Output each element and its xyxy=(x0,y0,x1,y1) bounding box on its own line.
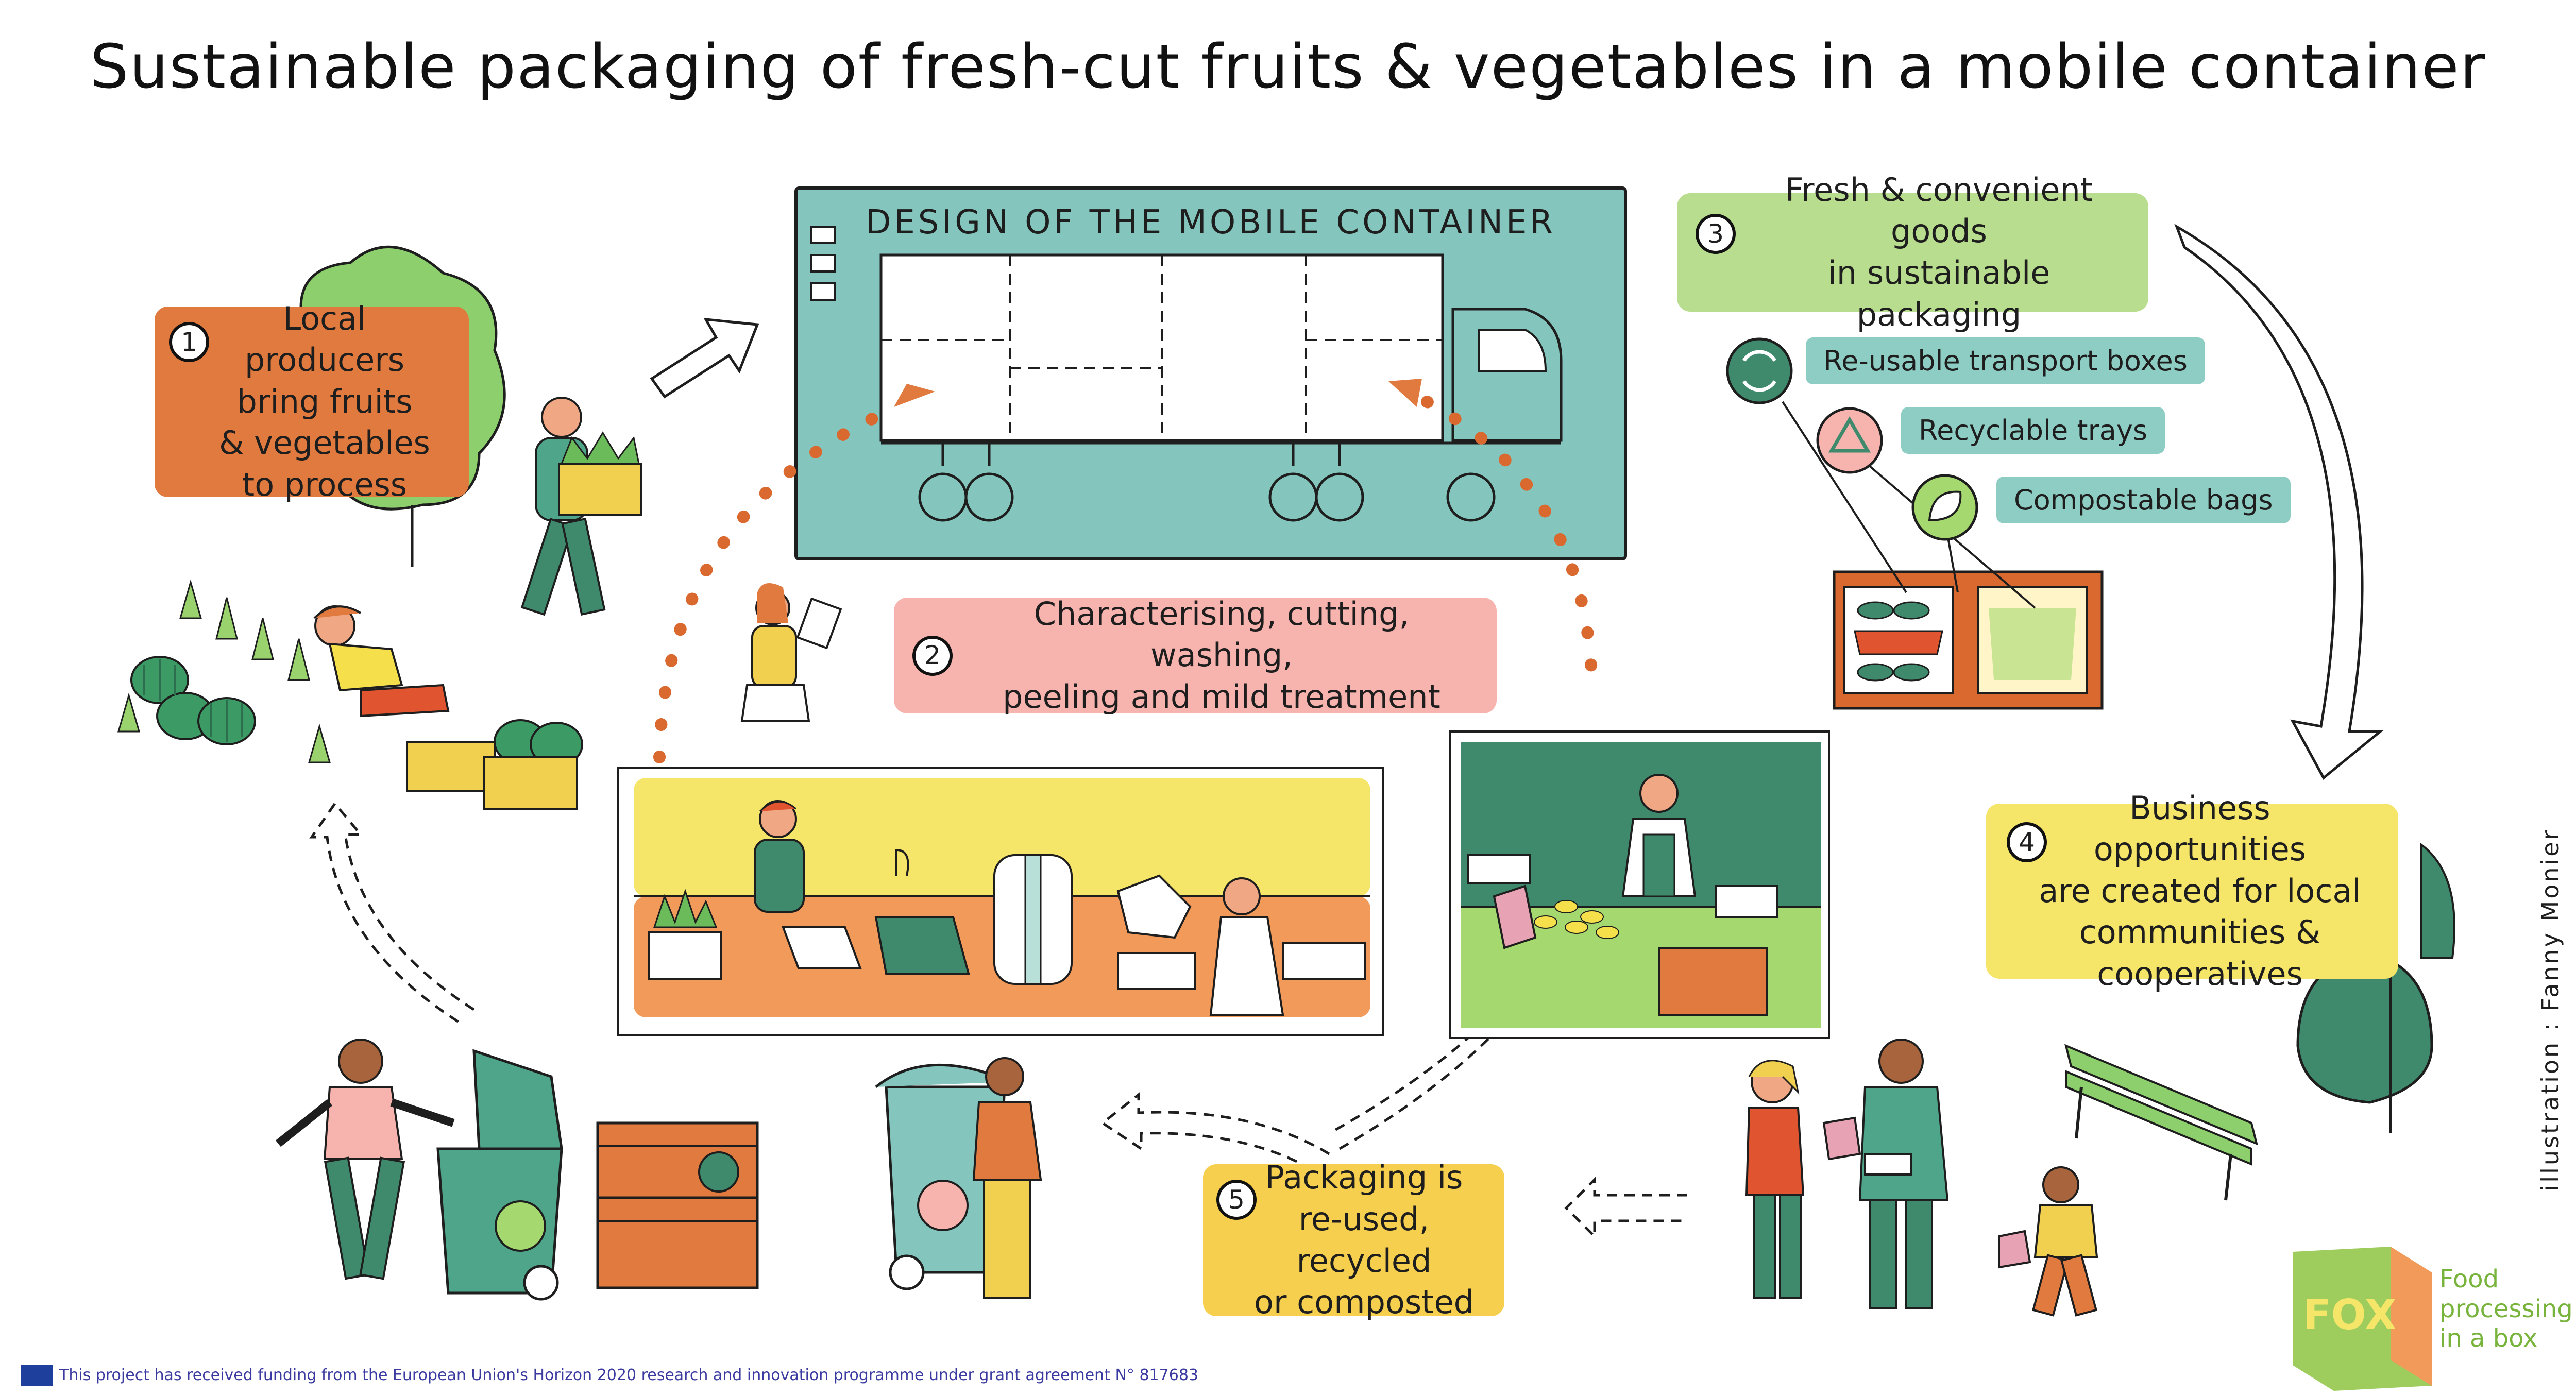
reuse-arrows-icon xyxy=(1726,337,1793,404)
container-title: DESIGN OF THE MOBILE CONTAINER xyxy=(866,203,1556,242)
step-5-text: Packaging is re-used, recycled or compos… xyxy=(1254,1159,1474,1321)
svg-text:FOX: FOX xyxy=(2303,1291,2396,1339)
step-5-box: 5 Packaging is re-used, recycled or comp… xyxy=(1203,1159,1504,1321)
arrow-back-to-producers xyxy=(309,801,475,1027)
dotted-arc-right xyxy=(1421,396,1598,691)
step-4-number: 4 xyxy=(2007,822,2047,862)
step-1-text: Local producers bring fruits & vegetable… xyxy=(219,299,430,503)
step-3-text: Fresh & convenient goods in sustainable … xyxy=(1785,171,2093,333)
fox-logo-mark: FOX xyxy=(2293,1247,2432,1391)
packaging-compostable-bags: Compostable bags xyxy=(1996,477,2291,523)
recycle-icon xyxy=(1816,407,1883,474)
dotted-arc-left xyxy=(653,406,892,763)
step-4-text: Business opportunities are created for l… xyxy=(2039,789,2361,993)
arrow-from-consumers xyxy=(1564,1176,1687,1240)
packaging-reusable-boxes: Re-usable transport boxes xyxy=(1806,337,2205,384)
funding-note: This project has received funding from t… xyxy=(59,1366,1198,1384)
page-title: Sustainable packaging of fresh-cut fruit… xyxy=(90,31,2486,102)
step-4-box: 4 Business opportunities are created for… xyxy=(1986,789,2398,993)
step-1-number: 1 xyxy=(169,322,209,362)
packaging-scene xyxy=(1449,730,1830,1039)
arrow-recycle-left xyxy=(1100,1092,1330,1173)
illustration-credit: illustration : Fanny Monier xyxy=(2527,804,2573,1216)
step-1-box: 1 Local producers bring fruits & vegetab… xyxy=(155,300,469,503)
step-5-number: 5 xyxy=(1216,1180,1257,1220)
arrow-to-business xyxy=(2174,224,2384,780)
step-2-text: Characterising, cutting, washing, peelin… xyxy=(1003,594,1440,716)
shop-display xyxy=(1782,401,2104,710)
step-3-box: 3 Fresh & convenient goods in sustainabl… xyxy=(1677,171,2148,333)
mobile-container-truck xyxy=(794,186,1627,560)
arrow-to-container xyxy=(650,318,759,399)
processing-scene xyxy=(617,583,1384,1036)
eu-flag-icon xyxy=(21,1365,53,1386)
step-2-number: 2 xyxy=(912,635,953,676)
recycling-scene xyxy=(276,1039,1042,1301)
packaging-recyclable-trays: Recyclable trays xyxy=(1901,407,2165,454)
step-3-number: 3 xyxy=(1696,214,1736,254)
step-2-box: 2 Characterising, cutting, washing, peel… xyxy=(894,595,1497,716)
fox-logo-text: Food processing in a box xyxy=(2439,1265,2573,1353)
compost-leaf-icon xyxy=(1911,474,1978,541)
illustration-credit-text: illustration : Fanny Monier xyxy=(2536,828,2564,1192)
